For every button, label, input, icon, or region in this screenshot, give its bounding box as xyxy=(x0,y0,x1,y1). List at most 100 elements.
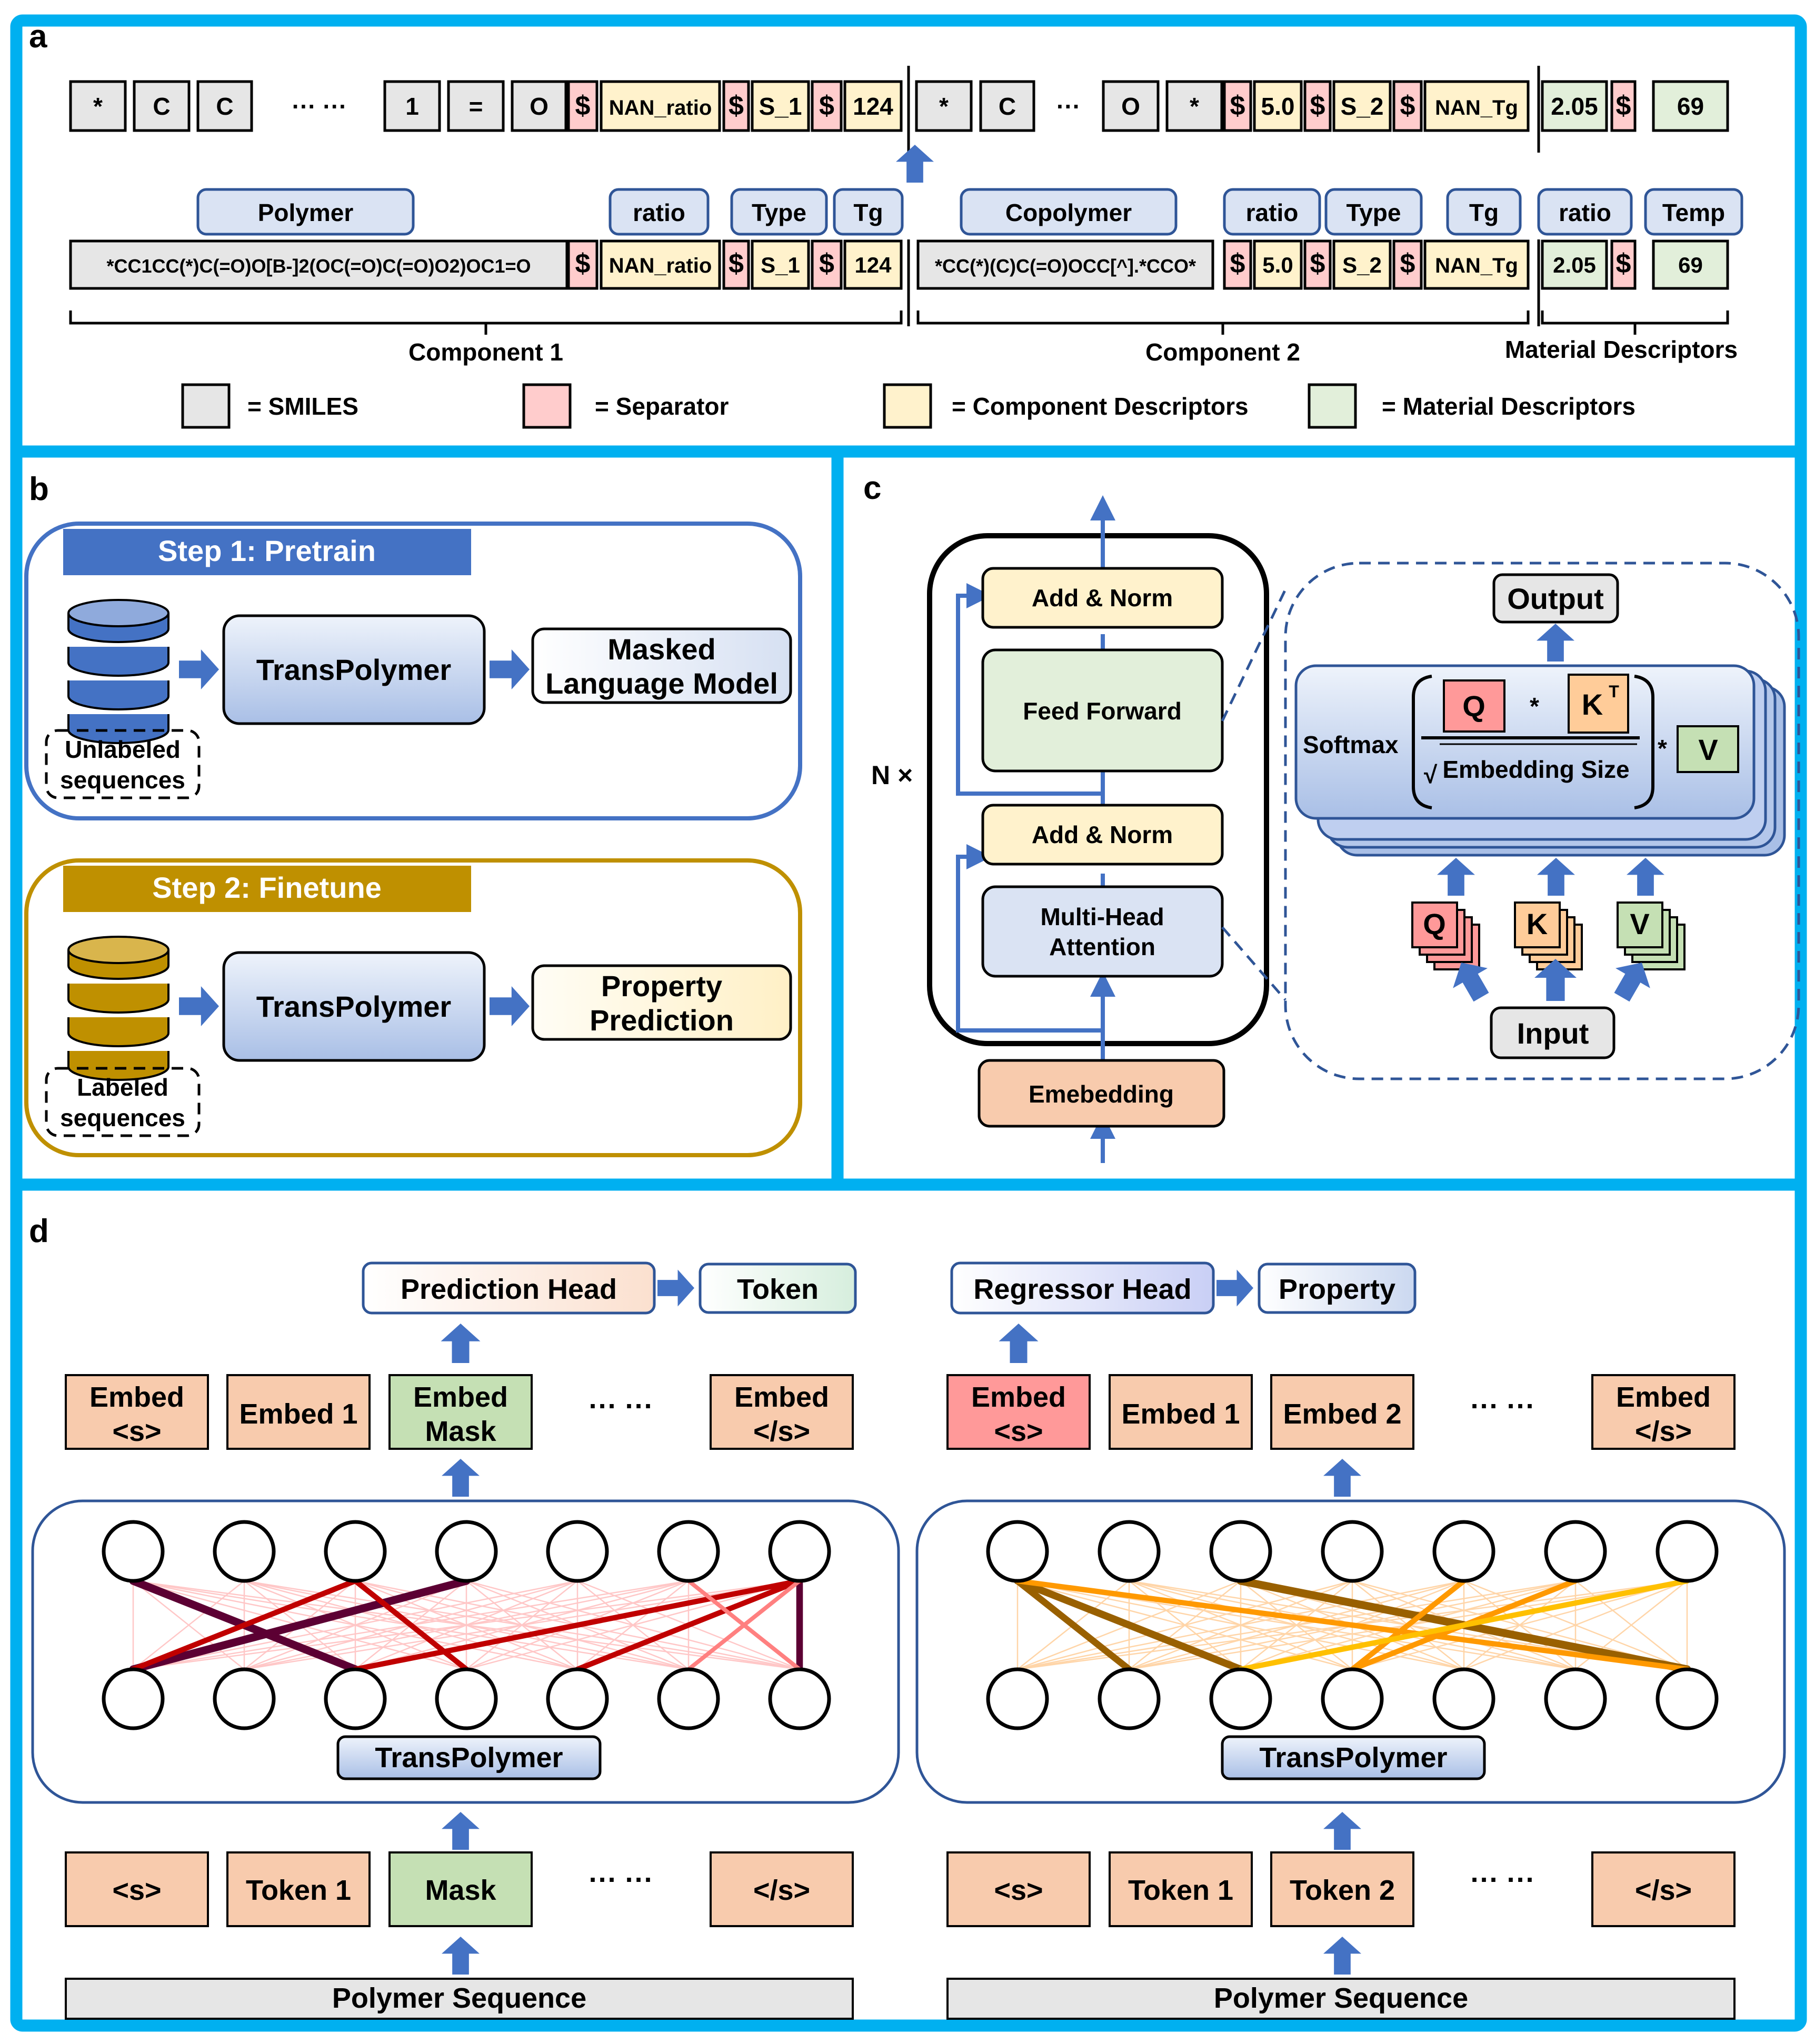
pretrain-title: Step 1: Pretrain xyxy=(158,534,376,567)
field-label-text: Temp xyxy=(1662,199,1725,226)
embed-box xyxy=(710,1374,854,1450)
arrow-right-icon xyxy=(657,1269,694,1307)
panel-letter-b: b xyxy=(29,471,49,507)
polymer-sequence-bar xyxy=(65,1978,854,2020)
group-label-component-2: Component 2 xyxy=(1145,338,1300,366)
attention-edge-strong xyxy=(1238,1578,1690,1672)
pretrain-title-bar xyxy=(63,529,471,575)
transpolymer-label: TransPolymer xyxy=(256,653,451,686)
add-norm-bottom-label: Add & Norm xyxy=(1032,821,1173,848)
field-label-text: Type xyxy=(752,199,806,226)
neuron-node xyxy=(1209,1667,1272,1730)
ellipsis: ··· ··· xyxy=(1471,1390,1535,1422)
sequence-smiles xyxy=(916,239,1214,290)
neuron-node xyxy=(986,1520,1049,1583)
token-smiles xyxy=(133,80,191,132)
field-label-text: ratio xyxy=(1559,199,1611,226)
neuron-node xyxy=(986,1667,1049,1730)
token-separator-label: $ xyxy=(1310,91,1325,121)
input-label: Input xyxy=(1517,1017,1589,1050)
token-material xyxy=(1652,80,1729,132)
sequence-component xyxy=(1332,239,1392,290)
sequence-material-label: 69 xyxy=(1678,253,1703,277)
attention-edge-strong xyxy=(352,1578,470,1672)
up-arrow-icon xyxy=(1537,858,1575,896)
mha-line2: Attention xyxy=(1049,933,1155,960)
embed-box xyxy=(1270,1374,1414,1450)
times-symbol: * xyxy=(1530,693,1539,720)
head-output-box xyxy=(1258,1263,1417,1314)
sequence-smiles-label: *CC1CC(*)C(=O)O[B-]2(OC(=O)C(=O)O2)OC1=O xyxy=(106,255,531,277)
sequence-separator-label: $ xyxy=(575,248,591,279)
token-smiles xyxy=(915,80,973,132)
repeat-label: N × xyxy=(871,760,913,790)
field-label-box xyxy=(730,188,828,236)
sequence-separator-label: $ xyxy=(729,248,744,279)
sequence-component-label: 5.0 xyxy=(1262,253,1293,277)
sequence-component-label: 124 xyxy=(854,253,892,277)
token-label: Mask xyxy=(425,1875,496,1906)
token-smiles xyxy=(979,80,1035,132)
token-separator xyxy=(567,80,599,132)
legend-swatch xyxy=(1308,383,1357,429)
neuron-node xyxy=(768,1520,831,1583)
sequence-separator xyxy=(811,239,843,290)
sequence-separator xyxy=(567,239,599,290)
sequence-component-label: S_2 xyxy=(1342,253,1382,277)
embed-label-line1: Embed xyxy=(89,1381,184,1413)
neuron-node xyxy=(435,1520,498,1583)
token-component-label: S_1 xyxy=(759,93,802,120)
neuron-node xyxy=(1544,1667,1607,1730)
token-separator-label: $ xyxy=(1400,91,1415,121)
attention-edge-strong xyxy=(129,1577,471,1674)
neuron-node xyxy=(1432,1667,1495,1730)
transpolymer-label: TransPolymer xyxy=(1259,1742,1447,1774)
neuron-node xyxy=(1098,1667,1161,1730)
attention-edge xyxy=(133,1580,800,1670)
token-smiles xyxy=(1165,80,1223,132)
token-material-label: 69 xyxy=(1677,93,1704,120)
v-projection-label: V xyxy=(1630,907,1649,940)
embed-label: Embed 1 xyxy=(239,1398,357,1430)
mha-line1: Multi-Head xyxy=(1040,903,1164,930)
token-separator xyxy=(722,80,750,132)
head-box xyxy=(950,1261,1215,1315)
panel-letter-d: d xyxy=(29,1213,49,1249)
token-component xyxy=(843,80,903,132)
embed-label: Embed 2 xyxy=(1283,1398,1401,1430)
token-separator xyxy=(1610,80,1637,132)
token-separator xyxy=(811,80,843,132)
head-output-label: Property xyxy=(1279,1274,1395,1305)
finetune-title-bar xyxy=(63,866,471,912)
token-box xyxy=(1270,1851,1414,1927)
left-paren xyxy=(1412,675,1432,809)
field-label-box xyxy=(196,188,415,236)
token-box xyxy=(1109,1851,1253,1927)
token-separator xyxy=(1303,80,1332,132)
embed-label-line2: Mask xyxy=(425,1416,496,1447)
sequence-smiles-label: *CC(*)(C)C(=O)OCC[^].*CCO* xyxy=(935,255,1196,277)
sequence-row: *CC1CC(*)C(=O)O[B-]2(OC(=O)C(=O)O2)OC1=O… xyxy=(69,239,1729,290)
polymer-sequence-label: Polymer Sequence xyxy=(1214,1982,1468,2014)
ellipsis: ··· xyxy=(1056,93,1081,120)
token-separator xyxy=(1223,80,1252,132)
polymer-sequence-bar xyxy=(946,1978,1736,2020)
group-label-material: Material Descriptors xyxy=(1505,336,1738,363)
bracket-material xyxy=(1541,310,1729,335)
token-smiles xyxy=(447,80,505,132)
attention-edge-strong xyxy=(574,1578,803,1672)
field-label-box xyxy=(960,188,1178,236)
arrow-right-icon xyxy=(179,986,219,1026)
token-box xyxy=(1591,1851,1736,1927)
zoom-connector xyxy=(1221,926,1287,1001)
token-component-label: S_2 xyxy=(1341,93,1384,120)
transpolymer-label: TransPolymer xyxy=(256,990,451,1023)
embed-box xyxy=(1591,1374,1736,1450)
head-output-box xyxy=(699,1263,857,1314)
field-label-text: ratio xyxy=(633,199,685,226)
token-box xyxy=(388,1851,533,1927)
field-label-box xyxy=(1223,188,1321,236)
